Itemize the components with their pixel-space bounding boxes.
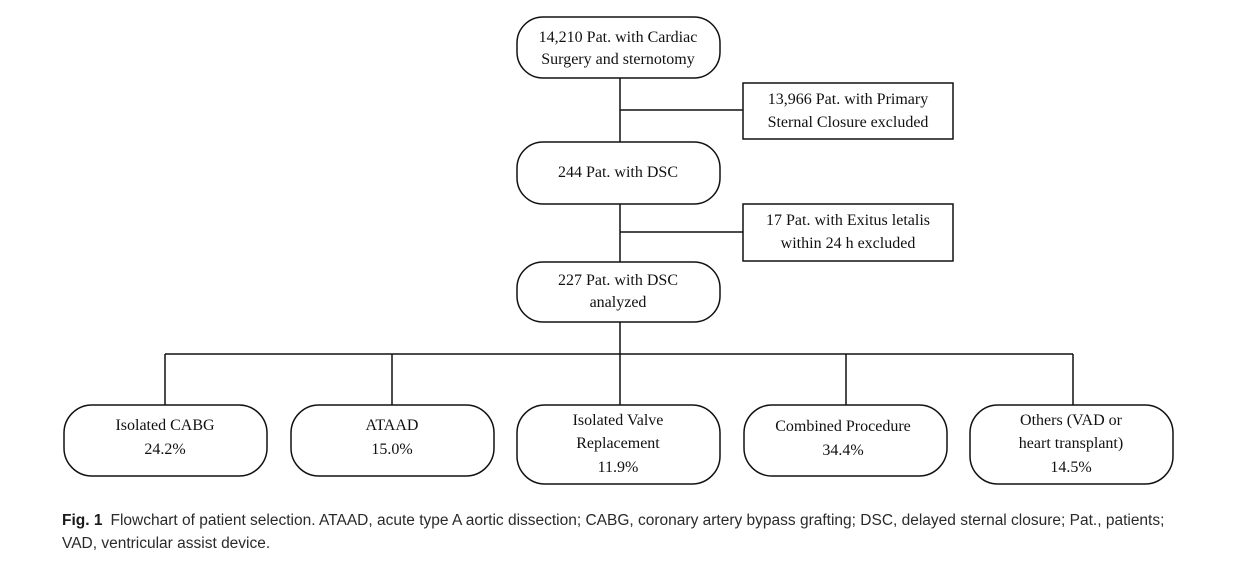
patient-selection-flowchart: 14,210 Pat. with Cardiac Surgery and ste… xyxy=(63,16,1174,485)
svg-text:13,966 Pat. with Primary: 13,966 Pat. with Primary xyxy=(768,91,928,108)
svg-text:Surgery and sternotomy: Surgery and sternotomy xyxy=(541,51,694,68)
node-total-patients: 14,210 Pat. with Cardiac Surgery and ste… xyxy=(516,16,721,79)
node-group-isolated-valve: Isolated Valve Replacement 11.9% xyxy=(516,404,721,485)
svg-text:11.9%: 11.9% xyxy=(598,459,639,476)
svg-text:227 Pat. with DSC: 227 Pat. with DSC xyxy=(558,272,678,289)
node-exclusion-primary-closure: 13,966 Pat. with Primary Sternal Closure… xyxy=(742,82,954,140)
svg-text:Isolated Valve: Isolated Valve xyxy=(573,412,664,429)
node-dsc-patients: 244 Pat. with DSC xyxy=(516,141,721,205)
node-dsc-analyzed: 227 Pat. with DSC analyzed xyxy=(516,261,721,323)
svg-text:Others (VAD or: Others (VAD or xyxy=(1020,412,1123,429)
svg-text:24.2%: 24.2% xyxy=(144,441,185,458)
node-group-combined: Combined Procedure 34.4% xyxy=(743,404,948,477)
svg-text:17 Pat. with Exitus letalis: 17 Pat. with Exitus letalis xyxy=(766,212,930,229)
svg-text:34.4%: 34.4% xyxy=(822,442,863,459)
svg-text:14,210 Pat. with Cardiac: 14,210 Pat. with Cardiac xyxy=(539,29,698,46)
caption-text: Flowchart of patient selection. ATAAD, a… xyxy=(62,512,1165,552)
node-exclusion-exitus: 17 Pat. with Exitus letalis within 24 h … xyxy=(742,203,954,262)
node-group-ataad: ATAAD 15.0% xyxy=(290,404,495,477)
svg-text:Combined Procedure: Combined Procedure xyxy=(775,418,911,435)
svg-text:Sternal Closure excluded: Sternal Closure excluded xyxy=(768,114,929,131)
svg-text:analyzed: analyzed xyxy=(590,294,647,311)
node-group-others: Others (VAD or heart transplant) 14.5% xyxy=(969,404,1174,485)
svg-text:heart transplant): heart transplant) xyxy=(1019,435,1123,452)
figure-label: Fig. 1 xyxy=(62,512,103,529)
svg-text:15.0%: 15.0% xyxy=(371,441,412,458)
svg-text:within 24 h excluded: within 24 h excluded xyxy=(781,235,916,252)
connector-lines xyxy=(164,78,1074,405)
svg-text:ATAAD: ATAAD xyxy=(366,417,419,434)
svg-text:244 Pat. with DSC: 244 Pat. with DSC xyxy=(558,164,678,181)
node-group-isolated-cabg: Isolated CABG 24.2% xyxy=(63,404,268,477)
svg-text:14.5%: 14.5% xyxy=(1050,459,1091,476)
svg-text:Isolated CABG: Isolated CABG xyxy=(115,417,215,434)
svg-text:Replacement: Replacement xyxy=(576,435,660,452)
